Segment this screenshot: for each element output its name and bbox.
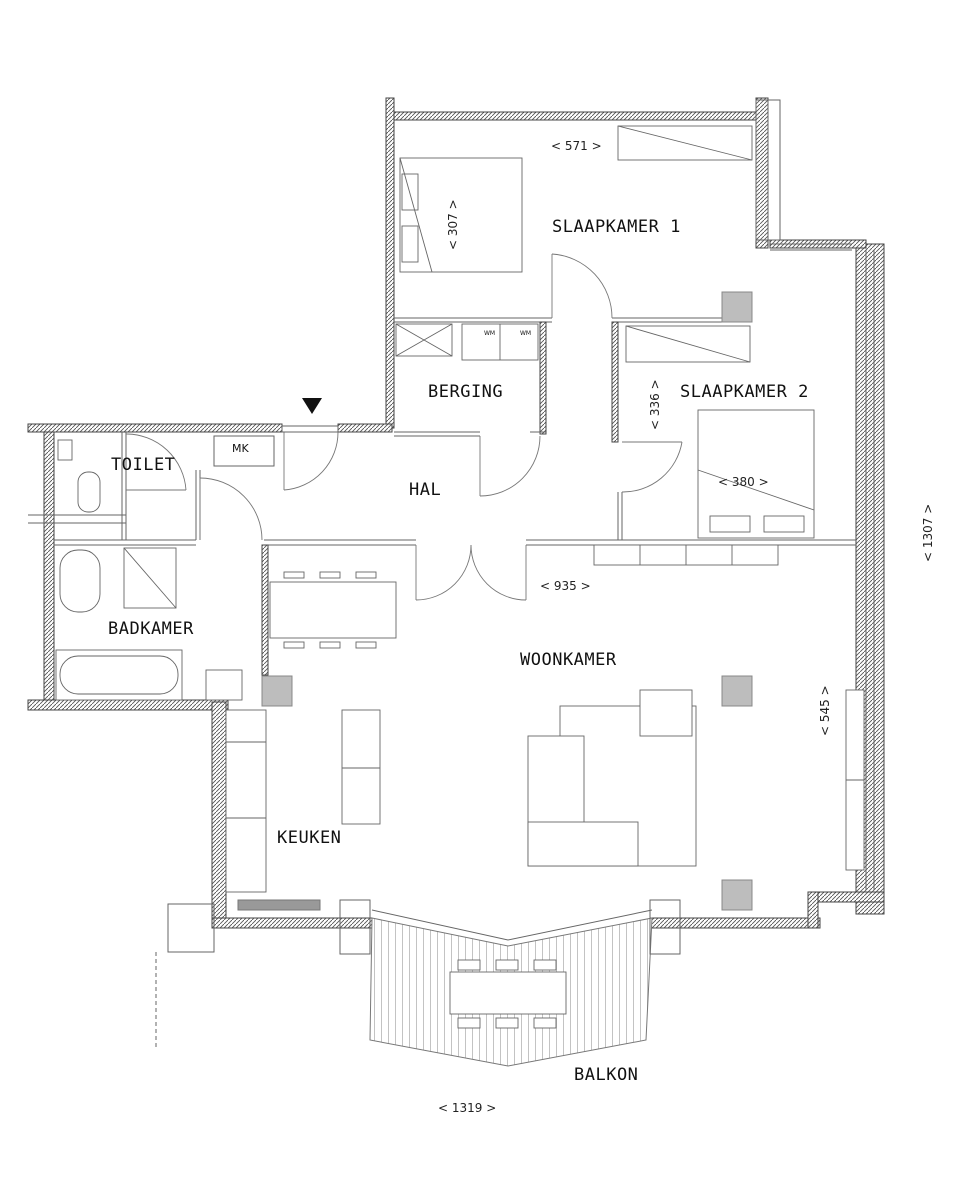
dimension-336: < 336 > — [648, 379, 662, 430]
room-label-slaapkamer-2: SLAAPKAMER 2 — [680, 382, 809, 402]
room-label-toilet: TOILET — [111, 455, 175, 475]
wm-label-1: WM — [484, 330, 495, 337]
room-label-slaapkamer-1: SLAAPKAMER 1 — [552, 217, 681, 237]
balcony — [155, 899, 681, 1067]
room-label-hal: HAL — [409, 480, 441, 500]
dimension-307: < 307 > — [446, 199, 460, 250]
doors — [125, 253, 683, 601]
dimension-935: < 935 > — [540, 579, 591, 593]
windows — [28, 99, 875, 890]
mk-label: MK — [232, 442, 249, 455]
room-label-badkamer: BADKAMER — [108, 619, 194, 639]
dimension-571: < 571 > — [551, 139, 602, 153]
dimension-1307: < 1307 > — [921, 504, 935, 562]
room-label-berging: BERGING — [428, 382, 503, 402]
room-label-balkon: BALKON — [574, 1065, 638, 1085]
columns — [261, 291, 753, 911]
room-label-keuken: KEUKEN — [277, 828, 341, 848]
dimension-380: < 380 > — [718, 475, 769, 489]
dimension-1319: < 1319 > — [438, 1101, 496, 1115]
partitions — [54, 317, 856, 676]
furniture — [55, 125, 865, 911]
entrance-arrow-icon — [302, 398, 322, 414]
wm-label-2: WM — [520, 330, 531, 337]
dimension-545: < 545 > — [818, 685, 832, 736]
room-label-woonkamer: WOONKAMER — [520, 650, 617, 670]
